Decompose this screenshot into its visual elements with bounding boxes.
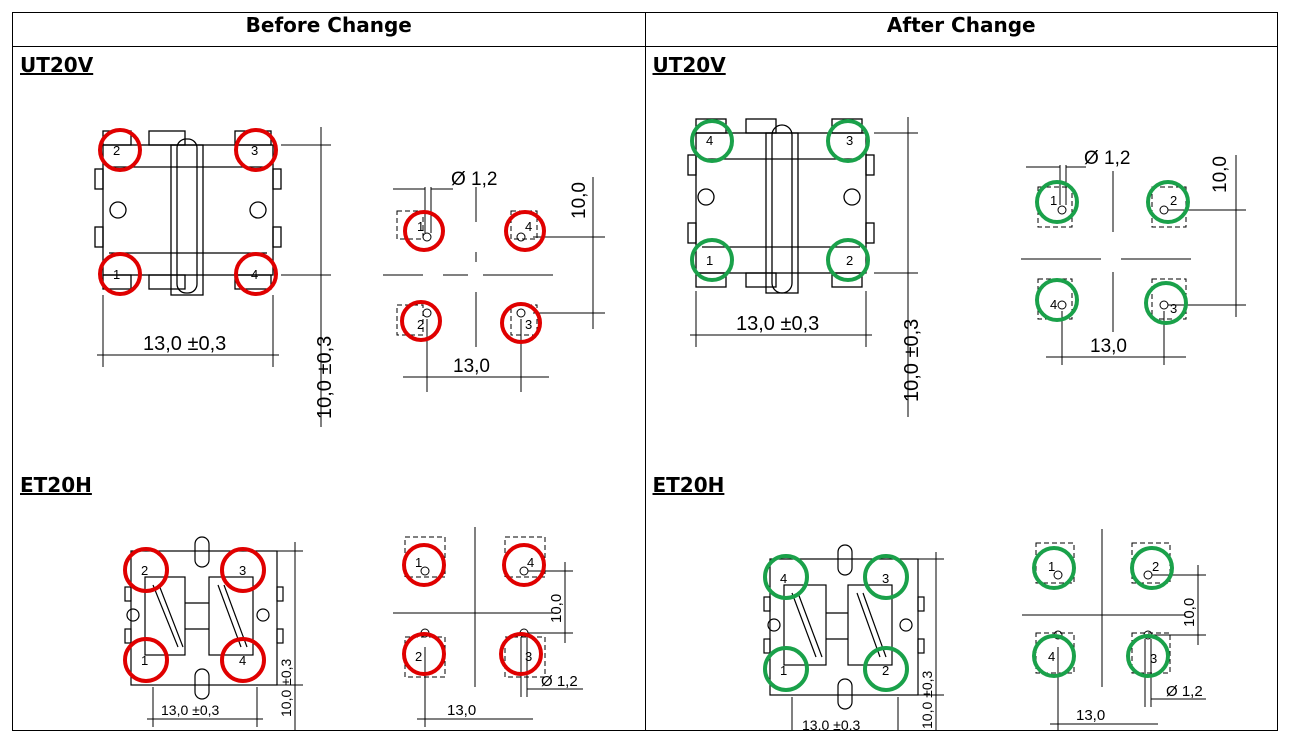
comparison-sheet: Before Change After Change UT20V ET20H <box>12 12 1278 731</box>
before-et20h-footprint <box>393 527 583 727</box>
after-ut20v-body-dims <box>689 117 918 417</box>
before-ut20v-footprint-markers <box>400 210 546 344</box>
content-row: UT20V ET20H 2 <box>12 46 1278 731</box>
before-et20h-fp-pin-2: 2 <box>415 649 422 664</box>
after-ut20v-body-height: 10,0 ±0,3 <box>901 319 923 402</box>
before-et20h-body-drawing <box>124 536 284 700</box>
after-ut20v-pin-1-label: 1 <box>706 253 713 268</box>
after-et20h-body-height: 10,0 ±0,3 <box>919 671 935 729</box>
after-ut20v-label: UT20V <box>652 53 726 77</box>
after-et20h-fp-pin-1: 1 <box>1048 559 1055 574</box>
before-ut20v-label: UT20V <box>20 53 94 77</box>
before-et20h-body-markers <box>123 547 266 683</box>
after-ut20v-fp-pin-4: 4 <box>1050 297 1057 312</box>
before-ut20v-pin-1-label: 1 <box>113 267 120 282</box>
before-ut20v-pin-4-label: 4 <box>251 267 258 282</box>
before-ut20v-body-drawing <box>94 130 282 296</box>
before-ut20v-fp-pin-4: 4 <box>525 219 532 234</box>
after-et20h-body-drawing <box>762 544 925 710</box>
before-et20h-fp-pin-3: 3 <box>525 649 532 664</box>
before-ut20v-body-dims <box>97 127 331 427</box>
before-et20h-fp-pin-1: 1 <box>415 555 422 570</box>
after-et20h-fp-pin-3: 3 <box>1150 651 1157 666</box>
after-ut20v-pitch-horizontal: 13,0 <box>1090 336 1127 357</box>
after-et20h-pitch-horizontal: 13,0 <box>1076 707 1105 724</box>
before-ut20v-fp-pin-2: 2 <box>417 317 424 332</box>
after-et20h-pin-4-label: 4 <box>780 571 787 586</box>
before-et20h-pitch-vertical: 10,0 <box>548 594 565 623</box>
before-ut20v-pitch-vertical: 10,0 <box>569 182 590 219</box>
before-column: UT20V ET20H 2 <box>12 46 646 731</box>
comparison-table: Before Change After Change UT20V ET20H <box>12 12 1278 731</box>
after-change-header: After Change <box>644 12 1278 47</box>
before-ut20v-body-markers <box>98 128 278 296</box>
after-ut20v-pin-3-label: 3 <box>846 133 853 148</box>
after-et20h-hole-diameter: Ø 1,2 <box>1166 683 1203 700</box>
before-et20h-body-dims <box>147 542 303 730</box>
after-ut20v-pin-2-label: 2 <box>846 253 853 268</box>
after-et20h-fp-pin-2: 2 <box>1152 559 1159 574</box>
before-ut20v-fp-pin-1: 1 <box>417 219 424 234</box>
before-ut20v-body-width: 13,0 ±0,3 <box>143 333 226 355</box>
before-ut20v-hole-diameter: Ø 1,2 <box>451 169 497 190</box>
after-et20h-pin-3-label: 3 <box>882 571 889 586</box>
after-et20h-body-dims <box>791 552 944 730</box>
before-et20h-footprint-markers <box>402 543 546 676</box>
after-ut20v-fp-pin-1: 1 <box>1050 193 1057 208</box>
before-et20h-pin-1-label: 1 <box>141 653 148 668</box>
before-et20h-pin-4-label: 4 <box>239 653 246 668</box>
header-row: Before Change After Change <box>12 12 1278 47</box>
before-et20h-hole-diameter: Ø 1,2 <box>541 673 578 690</box>
before-change-header: Before Change <box>12 12 646 47</box>
after-ut20v-body-drawing <box>686 118 875 294</box>
after-et20h-label: ET20H <box>652 473 725 497</box>
after-ut20v-hole-diameter: Ø 1,2 <box>1084 148 1130 169</box>
after-et20h-pin-1-label: 1 <box>780 663 787 678</box>
before-et20h-body-width: 13,0 ±0,3 <box>161 702 219 718</box>
before-et20h-fp-pin-4: 4 <box>527 555 534 570</box>
after-ut20v-pin-4-label: 4 <box>706 133 713 148</box>
after-ut20v-pitch-vertical: 10,0 <box>1210 156 1231 193</box>
before-drawings: 2 3 1 4 13,0 ±0,3 <box>94 127 605 730</box>
before-et20h-label: ET20H <box>20 473 92 497</box>
after-et20h-fp-pin-4: 4 <box>1048 649 1055 664</box>
after-et20h-pitch-vertical: 10,0 <box>1181 598 1198 627</box>
after-et20h-body-markers <box>762 554 909 692</box>
after-et20h-body-width: 13,0 ±0,3 <box>802 717 860 730</box>
before-et20h-pin-3-label: 3 <box>239 563 246 578</box>
before-et20h-body-height: 10,0 ±0,3 <box>278 659 294 717</box>
after-ut20v-fp-pin-3: 3 <box>1170 301 1177 316</box>
before-et20h-pitch-horizontal: 13,0 <box>447 702 476 719</box>
after-ut20v-body-width: 13,0 ±0,3 <box>736 313 819 335</box>
after-et20h-footprint-markers <box>1031 546 1174 678</box>
after-ut20v-footprint-markers <box>1034 180 1190 325</box>
after-column: UT20V ET20H 4 <box>644 46 1278 731</box>
before-ut20v-pin-3-label: 3 <box>251 143 258 158</box>
after-ut20v-body-markers <box>689 119 870 282</box>
before-ut20v-body-height: 10,0 ±0,3 <box>314 336 336 419</box>
after-et20h-pin-2-label: 2 <box>882 663 889 678</box>
before-et20h-pin-2-label: 2 <box>141 563 148 578</box>
after-drawings: 4 3 1 2 13,0 ±0,3 10,0 ±0,3 <box>686 117 1246 730</box>
before-ut20v-pitch-horizontal: 13,0 <box>453 356 490 377</box>
before-ut20v-pin-2-label: 2 <box>113 143 120 158</box>
after-ut20v-fp-pin-2: 2 <box>1170 193 1177 208</box>
before-ut20v-fp-pin-3: 3 <box>525 317 532 332</box>
